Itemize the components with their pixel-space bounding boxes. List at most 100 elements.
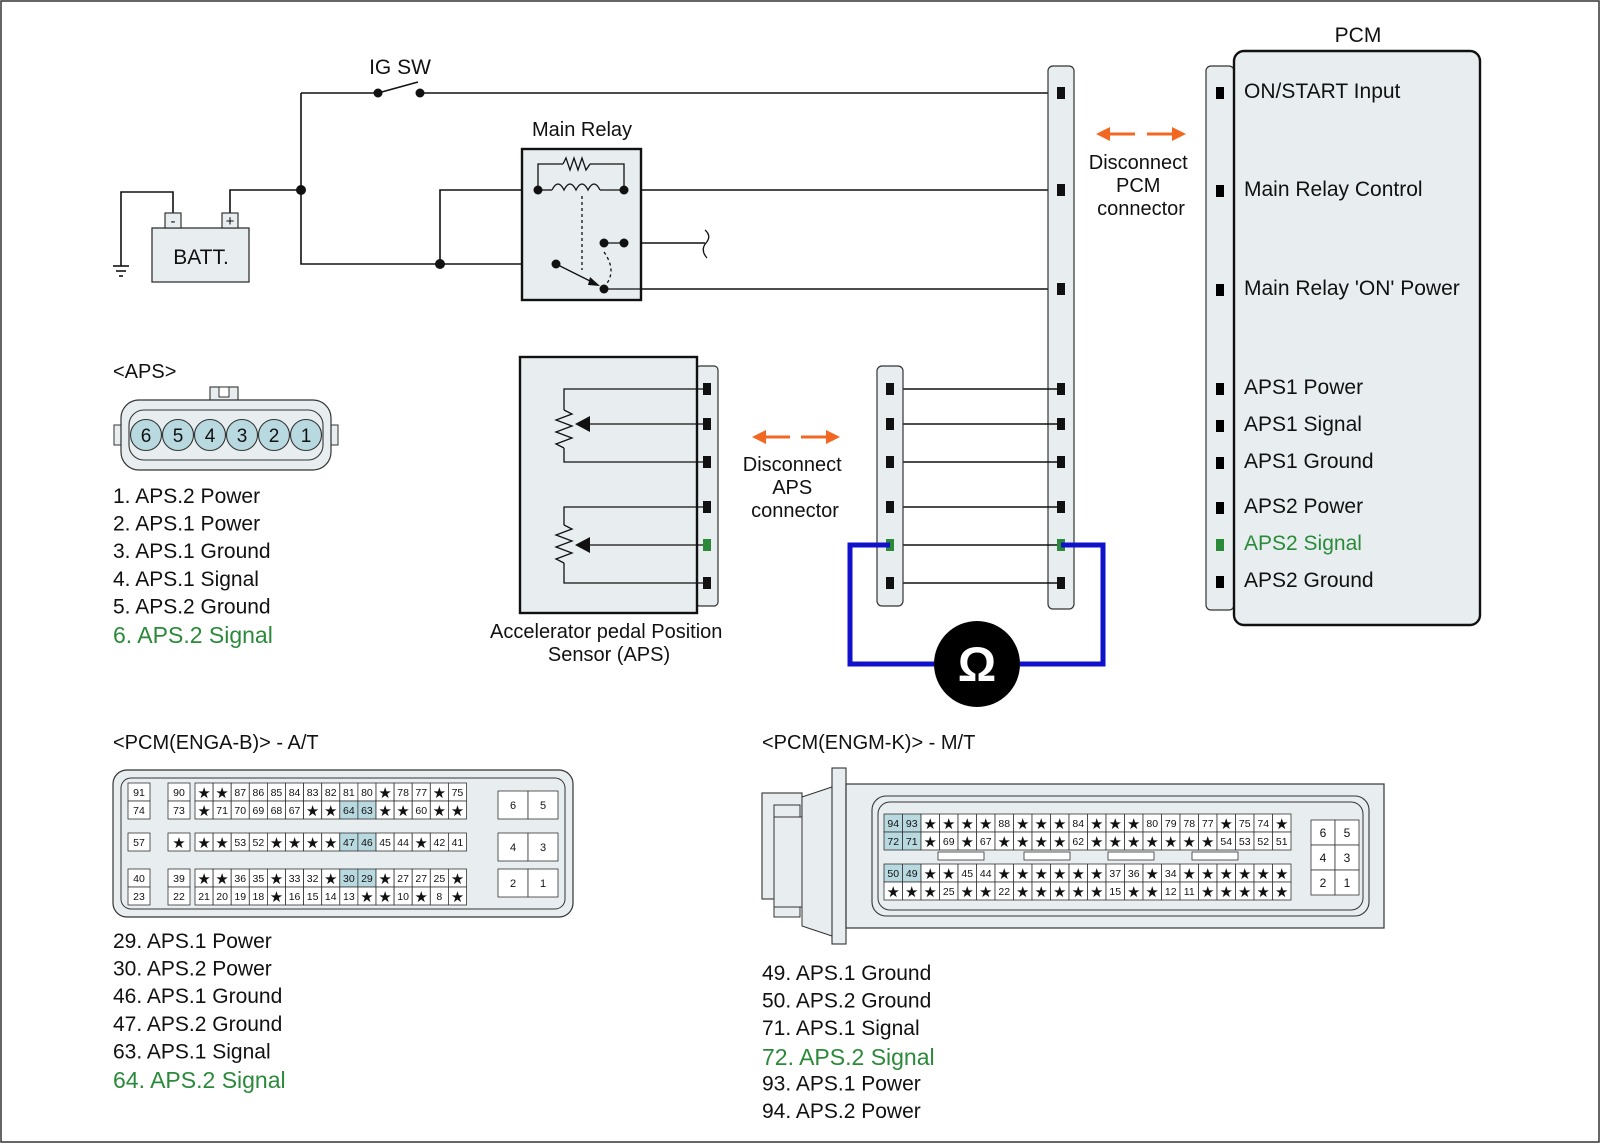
pin-label: 1 <box>1344 876 1351 890</box>
pin-label: ★ <box>1090 884 1103 901</box>
pin-label: ★ <box>1238 884 1251 901</box>
battery <box>151 227 250 283</box>
pin-label: ★ <box>172 835 185 852</box>
pin-label: 53 <box>1239 836 1251 848</box>
pin-label: ★ <box>1201 866 1214 883</box>
pin-label: 94 <box>887 818 899 830</box>
pin-label: 41 <box>452 837 464 849</box>
aps-sensor-connector-strip <box>695 365 719 607</box>
aps-pcm-wires <box>896 388 1057 584</box>
pcm-pin-terminal <box>1216 539 1224 551</box>
pin-label: ★ <box>1257 884 1270 901</box>
main-relay-box <box>520 147 643 302</box>
pin-label: ★ <box>197 871 210 888</box>
pin-label: ★ <box>270 871 283 888</box>
pcm-mt-title: <PCM(ENGM-K)> - M/T <box>762 732 975 754</box>
pin-label: ★ <box>1220 866 1233 883</box>
main-relay-label: Main Relay <box>532 119 632 141</box>
key-slot <box>1023 851 1071 861</box>
aps-pin-number: 3 <box>237 426 248 447</box>
pin-label: ★ <box>451 889 464 906</box>
side-pin-cell <box>1310 844 1336 871</box>
pin-label: ★ <box>924 866 937 883</box>
aps-pin <box>257 418 291 452</box>
pin-label: ★ <box>197 835 210 852</box>
pin-cell <box>1272 881 1292 901</box>
pin-label: ★ <box>306 835 319 852</box>
pin-label: ★ <box>360 889 373 906</box>
pcm-pin-terminal <box>1216 284 1224 296</box>
pin-label: 13 <box>343 891 355 903</box>
pin-label: 71 <box>216 805 228 817</box>
pin-label: 87 <box>234 787 246 799</box>
pin-label: 88 <box>998 818 1010 830</box>
pin-label: ★ <box>1146 884 1159 901</box>
side-pin-cell <box>1334 819 1360 846</box>
pin-label: 67 <box>289 805 301 817</box>
pin-label: ★ <box>998 866 1011 883</box>
pin-label: 20 <box>216 891 228 903</box>
relay-node <box>533 185 543 195</box>
key-slot <box>1191 851 1239 861</box>
disconnect-pcm-label: Disconnect PCM connector <box>1089 152 1194 220</box>
pin-label: 2 <box>510 878 516 890</box>
pin-label: ★ <box>433 803 446 820</box>
key-slot <box>937 851 985 861</box>
legend-item: 93. APS.1 Power <box>762 1072 921 1095</box>
pcm-pin-terminal <box>1216 457 1224 469</box>
pin-label: 45 <box>961 868 973 880</box>
pin-label: ★ <box>924 834 937 851</box>
pcm-pin-label: APS1 Ground <box>1244 450 1374 473</box>
pcm-pin-terminal <box>1216 87 1224 99</box>
pin-label: 30 <box>343 873 355 885</box>
pin-label: 46 <box>361 837 373 849</box>
aps-pin-number: 5 <box>173 426 184 447</box>
ig-sw-contact-left <box>373 88 383 98</box>
ohmmeter <box>934 621 1020 707</box>
legend-item: 49. APS.1 Ground <box>762 962 931 985</box>
pcm-module <box>1232 49 1482 627</box>
ig-sw-label: IG SW <box>369 56 431 79</box>
aps-pin-number: 4 <box>205 426 216 447</box>
relay-node <box>599 284 609 294</box>
pin-label: ★ <box>887 884 900 901</box>
legend-item: 3. APS.1 Ground <box>113 540 271 563</box>
pin-label: 50 <box>887 868 899 880</box>
pcm-at-connector-inner <box>120 777 566 910</box>
pin-cell <box>127 886 151 906</box>
side-pin-cell <box>497 832 529 862</box>
side-pin-cell <box>527 790 559 820</box>
pin-label: ★ <box>1201 884 1214 901</box>
pin-label: ★ <box>1183 834 1196 851</box>
pin-label: 36 <box>1128 868 1140 880</box>
ig-sw-contact-right <box>415 88 425 98</box>
relay-node <box>619 238 629 248</box>
legend-item: 1. APS.2 Power <box>113 485 260 508</box>
pin-label: 40 <box>133 873 145 885</box>
pin-label: 27 <box>415 873 427 885</box>
pin-label: ★ <box>1035 884 1048 901</box>
pin-label: ★ <box>197 785 210 802</box>
legend-item: 47. APS.2 Ground <box>113 1013 282 1036</box>
pcm-mt-connector-body <box>761 767 1385 945</box>
pin-label: 44 <box>980 868 992 880</box>
pcm-pin-terminal <box>1216 576 1224 588</box>
relay-switch-arrow <box>588 277 600 286</box>
pin-label: 72 <box>887 836 899 848</box>
aps-harness-connector <box>876 365 904 607</box>
pin-label: ★ <box>215 871 228 888</box>
legend-item: 4. APS.1 Signal <box>113 568 259 591</box>
pin-label: 6 <box>1320 826 1327 840</box>
pin-label: 33 <box>289 873 301 885</box>
pin-cell <box>447 832 467 852</box>
pin-label: ★ <box>1053 834 1066 851</box>
pin-label: ★ <box>961 884 974 901</box>
legend-item: 63. APS.1 Signal <box>113 1040 271 1063</box>
relay-node <box>619 185 629 195</box>
pin-label: 57 <box>133 837 145 849</box>
pin-label: ★ <box>270 889 283 906</box>
